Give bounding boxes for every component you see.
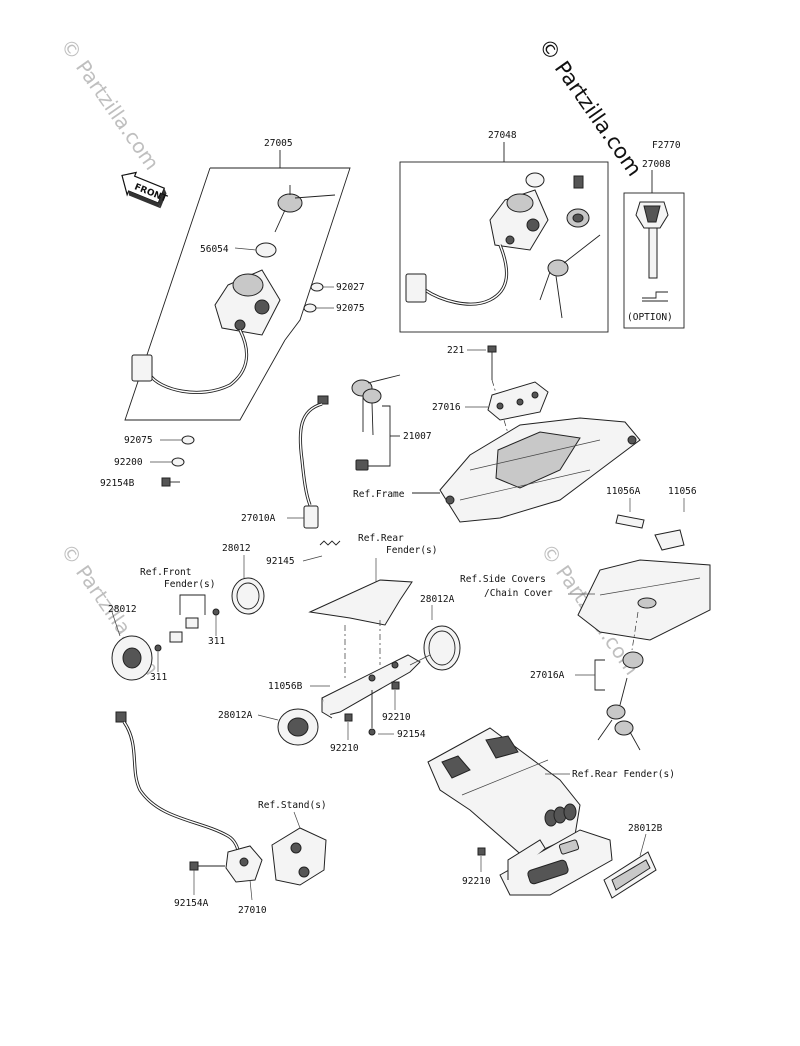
label-92145: 92145 bbox=[266, 556, 295, 567]
diagram-code: F2770 bbox=[652, 140, 681, 151]
key-icon bbox=[539, 234, 601, 319]
watermark-faint-tl: © Partzilla.com bbox=[56, 34, 164, 174]
connector-27048 bbox=[405, 273, 427, 303]
stand-bracket bbox=[271, 827, 327, 886]
label-27010a: 27010A bbox=[241, 513, 276, 524]
label-28012-2: 28012 bbox=[108, 604, 137, 615]
ref-side-covers-label-1: Ref.Side Covers bbox=[460, 574, 546, 585]
group-27010: 27010 92154A Ref.Stand(s) bbox=[115, 711, 327, 916]
key-icon bbox=[274, 185, 336, 233]
washer-56054 bbox=[255, 242, 277, 258]
bolt-92154b bbox=[161, 477, 180, 487]
group-21007: 21007 bbox=[351, 374, 432, 471]
watermark-main: © Partzilla.com bbox=[534, 34, 647, 181]
washer-92200 bbox=[171, 457, 185, 467]
label-28012-1: 28012 bbox=[222, 543, 251, 554]
ref-side-covers-label-2: /Chain Cover bbox=[484, 588, 553, 599]
key-icon bbox=[351, 374, 401, 436]
label-11056: 11056 bbox=[668, 486, 697, 497]
bracket-11056b bbox=[321, 654, 421, 716]
label-92200: 92200 bbox=[114, 457, 143, 468]
label-28012a-1: 28012A bbox=[420, 594, 455, 605]
label-92027: 92027 bbox=[336, 282, 365, 293]
option-label: (OPTION) bbox=[627, 312, 673, 323]
key-icon bbox=[597, 677, 641, 751]
label-92075a: 92075 bbox=[336, 303, 365, 314]
ref-rear-fender-label-2: Fender(s) bbox=[386, 545, 437, 556]
lock-27016a bbox=[622, 651, 644, 669]
group-rear-fender: Ref.Rear Fender(s) 92210 28012B bbox=[427, 727, 675, 899]
key-blank-icon bbox=[635, 201, 669, 279]
label-11056b: 11056B bbox=[268, 681, 303, 692]
label-92210c: 92210 bbox=[462, 876, 491, 887]
frame-subframe: Ref.Frame bbox=[353, 417, 641, 523]
group-27008: 27008 (OPTION) bbox=[623, 159, 685, 329]
connector-27005 bbox=[131, 354, 153, 382]
ref-front-fender-label-2: Fender(s) bbox=[164, 579, 215, 590]
label-92075b: 92075 bbox=[124, 435, 153, 446]
reflector-28012a-left: 28012A bbox=[218, 708, 319, 746]
group-rear-fender-bracket: Ref.Rear Fender(s) 11056B 92210 92210 92… bbox=[268, 533, 437, 754]
ref-stand-label: Ref.Stand(s) bbox=[258, 800, 327, 811]
label-27008: 27008 bbox=[642, 159, 671, 170]
label-92154b: 92154B bbox=[100, 478, 135, 489]
group-27048: 27048 bbox=[399, 130, 609, 333]
label-92210b: 92210 bbox=[330, 743, 359, 754]
ref-front-fender-label-1: Ref.Front bbox=[140, 567, 191, 578]
label-311b: 311 bbox=[150, 672, 167, 683]
group-front-fender-reflectors: 28012 Ref.Front Fender(s) 311 311 28012 bbox=[108, 543, 265, 683]
ref-frame-label: Ref.Frame bbox=[353, 489, 405, 500]
label-27005: 27005 bbox=[264, 138, 293, 149]
label-27010: 27010 bbox=[238, 905, 267, 916]
label-92154: 92154 bbox=[397, 729, 426, 740]
label-28012b: 28012B bbox=[628, 823, 663, 834]
label-221: 221 bbox=[447, 345, 464, 356]
reflector-28012-right: 28012A bbox=[409, 594, 461, 671]
group-27010a: 27010A 92145 bbox=[241, 395, 341, 567]
ignition-switch bbox=[214, 269, 281, 336]
label-27016a: 27016A bbox=[530, 670, 565, 681]
label-28012a-2: 28012A bbox=[218, 710, 253, 721]
label-27016: 27016 bbox=[432, 402, 461, 413]
front-arrow: FRONT bbox=[121, 171, 169, 209]
ignition-switch-27048 bbox=[489, 189, 549, 251]
ref-rear-fender-label-1: Ref.Rear bbox=[358, 533, 404, 544]
washer-92075a bbox=[303, 303, 317, 313]
label-27048: 27048 bbox=[488, 130, 517, 141]
lock-cylinder bbox=[566, 208, 590, 228]
label-21007: 21007 bbox=[403, 431, 432, 442]
washer-92027 bbox=[310, 282, 324, 292]
group-27005: 27005 56054 92027 92075 92075 bbox=[100, 138, 365, 489]
washer-92075b bbox=[181, 435, 195, 445]
group-27016: 221 27016 bbox=[432, 345, 549, 441]
group-side-cover: 11056A 11056 Ref.Side Covers /Chain Cove… bbox=[460, 486, 711, 751]
label-11056a: 11056A bbox=[606, 486, 641, 497]
label-311a: 311 bbox=[208, 636, 225, 647]
label-92154a: 92154A bbox=[174, 898, 209, 909]
ref-rear-fender-label-3: Ref.Rear Fender(s) bbox=[572, 769, 675, 780]
label-92210a: 92210 bbox=[382, 712, 411, 723]
label-56054: 56054 bbox=[200, 244, 229, 255]
